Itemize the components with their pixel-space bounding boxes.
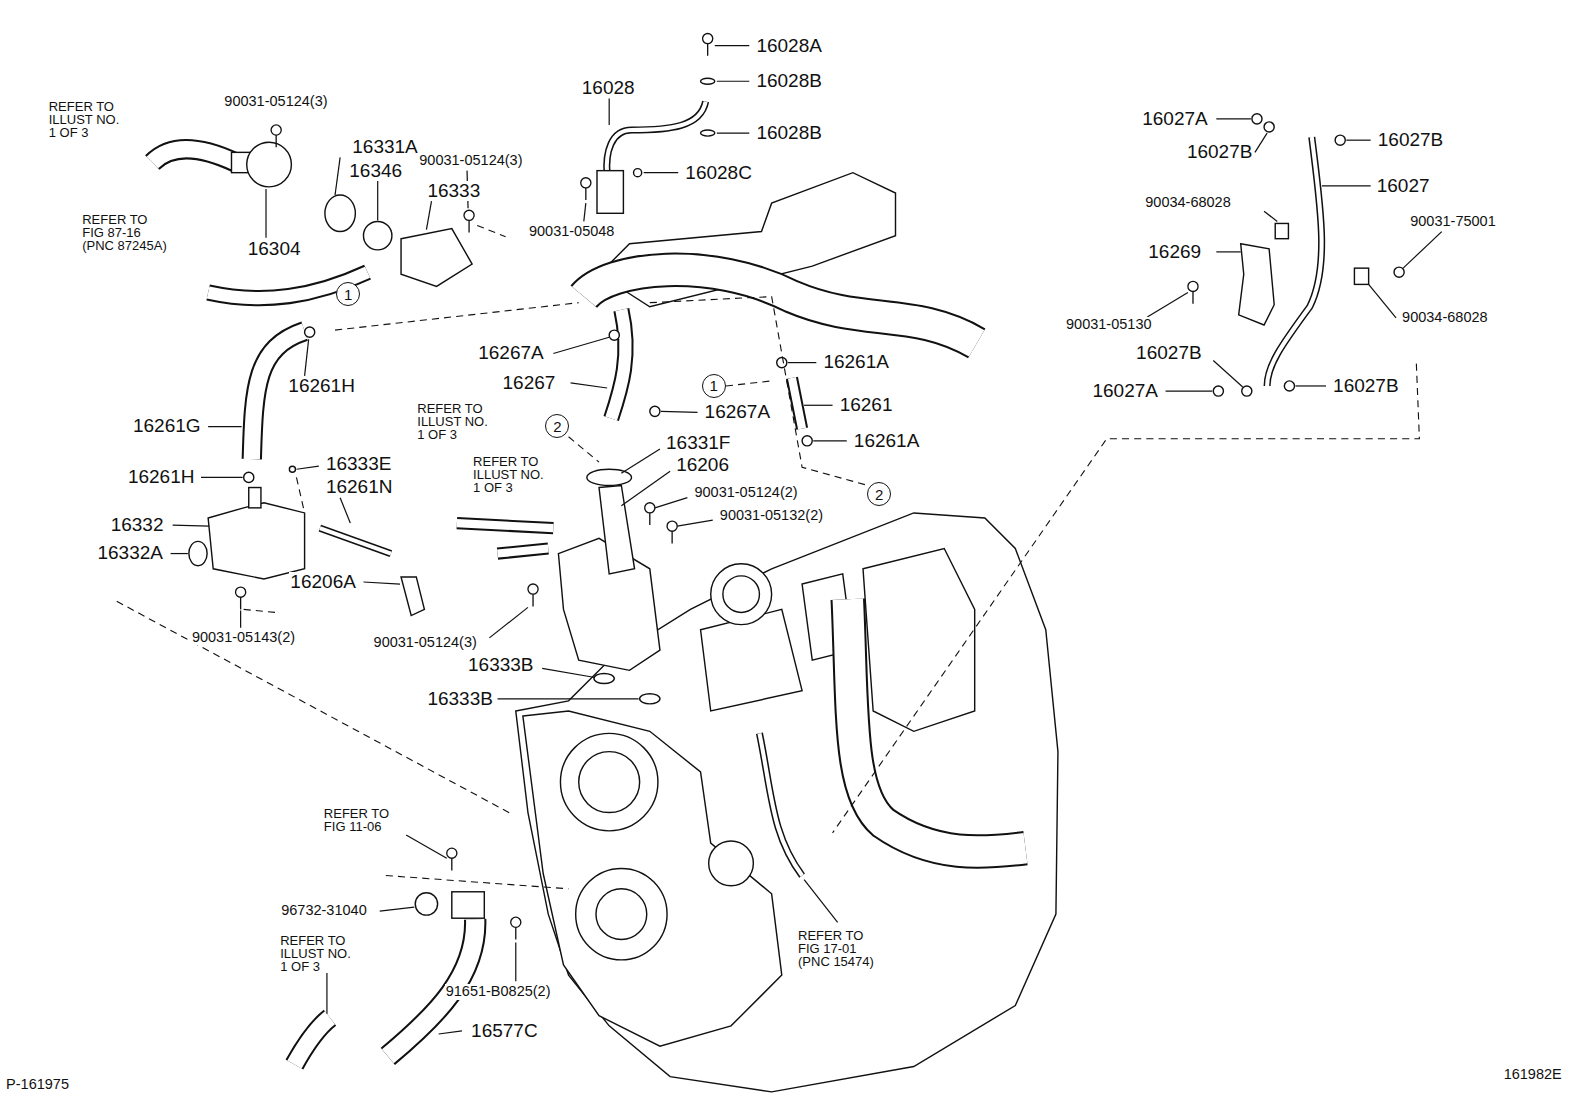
part-number: 90031-05124(3): [373, 635, 478, 650]
part-number: 16027B: [1135, 343, 1203, 363]
reference-note: REFER TO ILLUST NO. 1 OF 3: [472, 455, 550, 494]
part-number: 90031-05143(2): [191, 630, 296, 645]
part-number: 16028B: [755, 123, 823, 143]
part-number: 16267A: [477, 343, 545, 363]
part-number: 90031-05130: [1065, 317, 1152, 332]
part-number: 16028B: [755, 71, 823, 91]
part-number: 16027A: [1091, 381, 1159, 401]
drawing-number: P-161975: [5, 1077, 70, 1092]
callout-number: 2: [875, 487, 883, 502]
part-number: 90034-68028: [1144, 195, 1231, 210]
part-number: 90031-05124(2): [693, 485, 798, 500]
callout-number: 1: [710, 378, 718, 393]
part-number: 16028C: [684, 163, 753, 183]
callout-circle: 2: [867, 482, 891, 506]
part-number: 16261A: [853, 431, 921, 451]
part-number: 16333: [426, 181, 481, 201]
part-number: 16333B: [426, 689, 494, 709]
part-number: 91651-B0825(2): [445, 984, 552, 999]
part-number: 16267A: [704, 402, 772, 422]
callout-circle: 2: [545, 414, 569, 438]
part-number: 16332A: [96, 543, 164, 563]
part-number: 16027B: [1186, 142, 1254, 162]
reference-note: REFER TO FIG 17-01 (PNC 15474): [797, 929, 887, 968]
reference-note: REFER TO ILLUST NO. 1 OF 3: [48, 100, 126, 139]
part-number: 16269: [1147, 242, 1202, 262]
part-number: 16206: [675, 455, 730, 475]
part-number: 16028A: [755, 36, 823, 56]
part-number: 16261A: [822, 352, 890, 372]
part-number: 96732-31040: [280, 903, 367, 918]
reference-note: REFER TO FIG 87-16 (PNC 87245A): [81, 213, 171, 252]
part-number: 90031-05132(2): [719, 508, 824, 523]
part-number: 16261H: [127, 467, 196, 487]
part-number: 16333B: [467, 655, 535, 675]
callout-circle: 1: [336, 282, 360, 306]
callout-circle: 1: [702, 374, 726, 398]
callout-number: 1: [344, 287, 352, 302]
reference-note: REFER TO FIG 11-06: [323, 807, 401, 833]
part-number: 16027B: [1332, 376, 1400, 396]
part-number: 90031-05048: [528, 224, 615, 239]
part-number: 16304: [247, 239, 302, 259]
part-number: 16028: [581, 78, 636, 98]
part-number: 16027B: [1377, 130, 1445, 150]
part-number: 90031-05124(3): [418, 153, 523, 168]
part-number: 90031-75001: [1409, 214, 1496, 229]
part-number: 16346: [348, 161, 403, 181]
part-number: 16027A: [1141, 109, 1209, 129]
part-number: 16261: [839, 395, 894, 415]
reference-note: REFER TO ILLUST NO. 1 OF 3: [416, 402, 494, 441]
drawing-number: 161982E: [1503, 1067, 1563, 1082]
part-number: 16331F: [665, 433, 731, 453]
part-number: 16261N: [325, 477, 394, 497]
part-number: 16331A: [351, 137, 419, 157]
part-number: 16261G: [132, 416, 202, 436]
part-number: 16267: [502, 373, 557, 393]
part-number: 16332: [110, 515, 165, 535]
part-number: 16577C: [470, 1021, 539, 1041]
reference-note: REFER TO ILLUST NO. 1 OF 3: [279, 934, 357, 973]
part-number: 16027: [1376, 176, 1431, 196]
part-number: 16261H: [287, 376, 356, 396]
part-number: 90031-05124(3): [223, 94, 328, 109]
part-number: 90034-68028: [1401, 310, 1488, 325]
part-number: 16333E: [325, 454, 393, 474]
callout-number: 2: [553, 419, 561, 434]
part-number: 16206A: [289, 572, 357, 592]
